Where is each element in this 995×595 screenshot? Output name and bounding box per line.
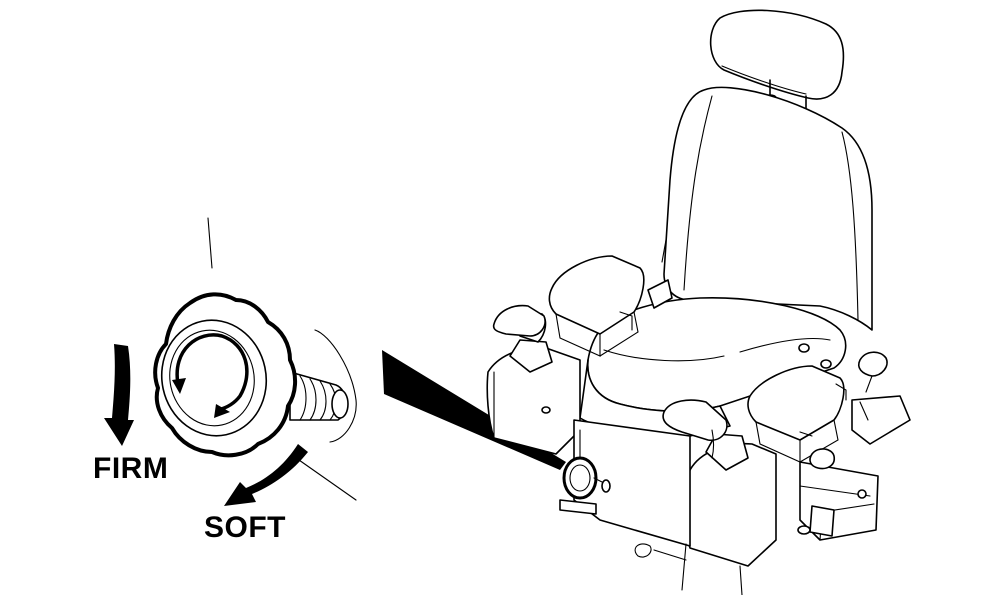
curved-down-left-arrow-icon xyxy=(224,444,308,506)
seat-fasteners xyxy=(619,311,847,437)
firm-label: FIRM xyxy=(93,452,169,485)
rotation-arrow-icon xyxy=(172,333,249,418)
seat-base xyxy=(559,419,879,595)
side-lever-knobs xyxy=(809,351,911,470)
seat-assembly xyxy=(486,9,911,595)
knob-body xyxy=(153,292,297,458)
curved-down-arrow-icon xyxy=(104,344,134,446)
seat-backrest xyxy=(661,86,873,331)
left-armrest xyxy=(548,255,673,357)
seat-knob xyxy=(562,456,611,500)
soft-label: SOFT xyxy=(204,511,286,544)
left-control-console xyxy=(486,304,581,455)
right-control-console xyxy=(662,399,777,567)
knob-shaft xyxy=(289,371,349,421)
knob-detail xyxy=(104,217,357,506)
right-armrest xyxy=(747,365,845,463)
